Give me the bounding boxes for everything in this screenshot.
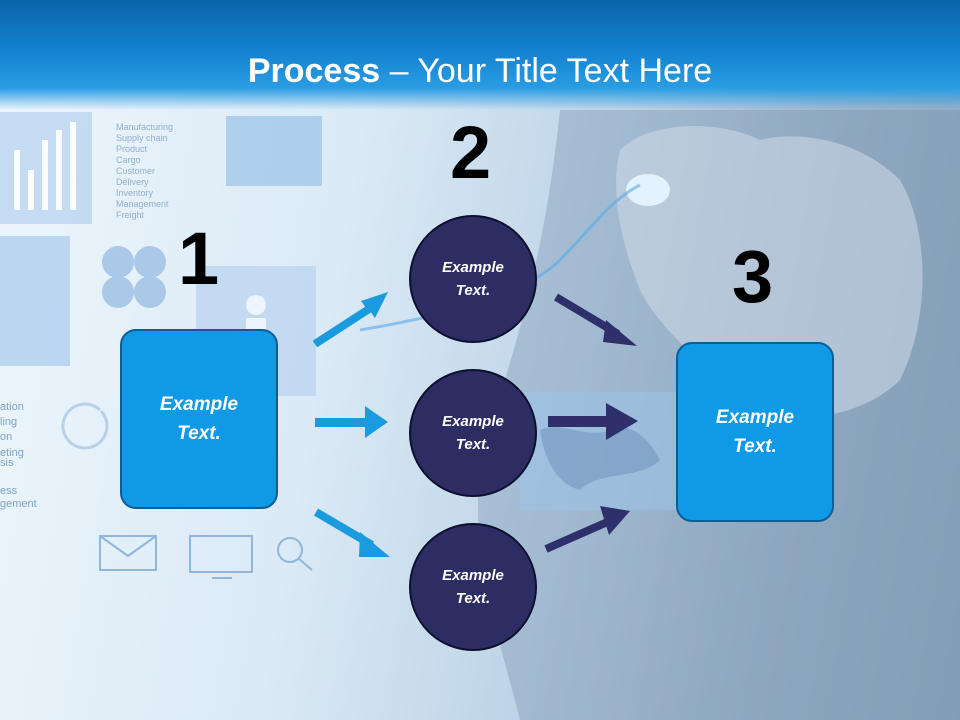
svg-text:gement: gement <box>0 498 37 510</box>
bar-chart-icon <box>0 112 92 224</box>
step-number-2: 2 <box>450 111 492 194</box>
arrow-from-circle-3 <box>544 506 630 553</box>
puzzle-icon <box>102 246 166 308</box>
search-icon <box>277 537 313 571</box>
arrow-to-circle-1 <box>312 292 388 348</box>
arrow-from-circle-1 <box>553 293 637 346</box>
side-text: ation ling on eting sis ess gement <box>0 401 37 510</box>
svg-text:ation: ation <box>0 401 24 413</box>
circle-1-text-line2: Text. <box>455 282 491 299</box>
circle-2-text-line1: Example <box>442 413 504 430</box>
trend-line <box>359 183 641 332</box>
circle-1-text-line1: Example <box>442 259 504 276</box>
svg-text:Delivery: Delivery <box>116 177 149 187</box>
svg-text:ling: ling <box>0 416 17 428</box>
flowchart-panel <box>226 116 322 186</box>
step-number-3: 3 <box>732 235 774 318</box>
step-number-1: 1 <box>178 217 220 300</box>
step-3-text-line2: Text. <box>733 436 777 457</box>
circle-3-text-line1: Example <box>442 567 504 584</box>
arrow-from-circle-2 <box>548 403 638 440</box>
svg-text:Manufacturing: Manufacturing <box>116 122 173 132</box>
glow-point <box>626 174 670 206</box>
svg-text:eting: eting <box>0 447 24 459</box>
header-band <box>0 0 960 110</box>
svg-text:Management: Management <box>116 199 169 209</box>
step-1-text-line1: Example <box>159 394 239 415</box>
title-rest: – Your Title Text Here <box>380 52 713 90</box>
circle-3: Example Text. <box>409 523 537 651</box>
envelope-icon <box>99 535 157 571</box>
svg-text:sis: sis <box>0 457 14 469</box>
page-title: Process – Your Title Text Here <box>0 52 960 91</box>
step-1-box: Example Text. <box>120 329 278 509</box>
step-1-text-line2: Text. <box>177 423 221 444</box>
arrow-to-circle-2 <box>315 406 388 438</box>
svg-text:ess: ess <box>0 485 18 497</box>
monitor-icon <box>189 535 253 579</box>
feature-list: Manufacturing Supply chain Product Cargo… <box>116 122 173 220</box>
circle-2-text-line2: Text. <box>455 436 491 453</box>
step-3-text-line1: Example <box>715 407 795 428</box>
svg-text:Freight: Freight <box>116 210 145 220</box>
circle-1: Example Text. <box>409 215 537 343</box>
svg-text:on: on <box>0 431 12 443</box>
step-3-box: Example Text. <box>676 342 834 522</box>
svg-text:Customer: Customer <box>116 166 155 176</box>
svg-text:Supply chain: Supply chain <box>116 133 168 143</box>
circle-2: Example Text. <box>409 369 537 497</box>
svg-text:Product: Product <box>116 144 148 154</box>
svg-text:Cargo: Cargo <box>116 155 141 165</box>
title-strong: Process <box>247 52 381 90</box>
svg-text:Inventory: Inventory <box>116 188 154 198</box>
arrow-to-circle-3 <box>313 508 390 557</box>
circle-3-text-line2: Text. <box>455 590 491 607</box>
world-map-icon <box>540 427 660 490</box>
